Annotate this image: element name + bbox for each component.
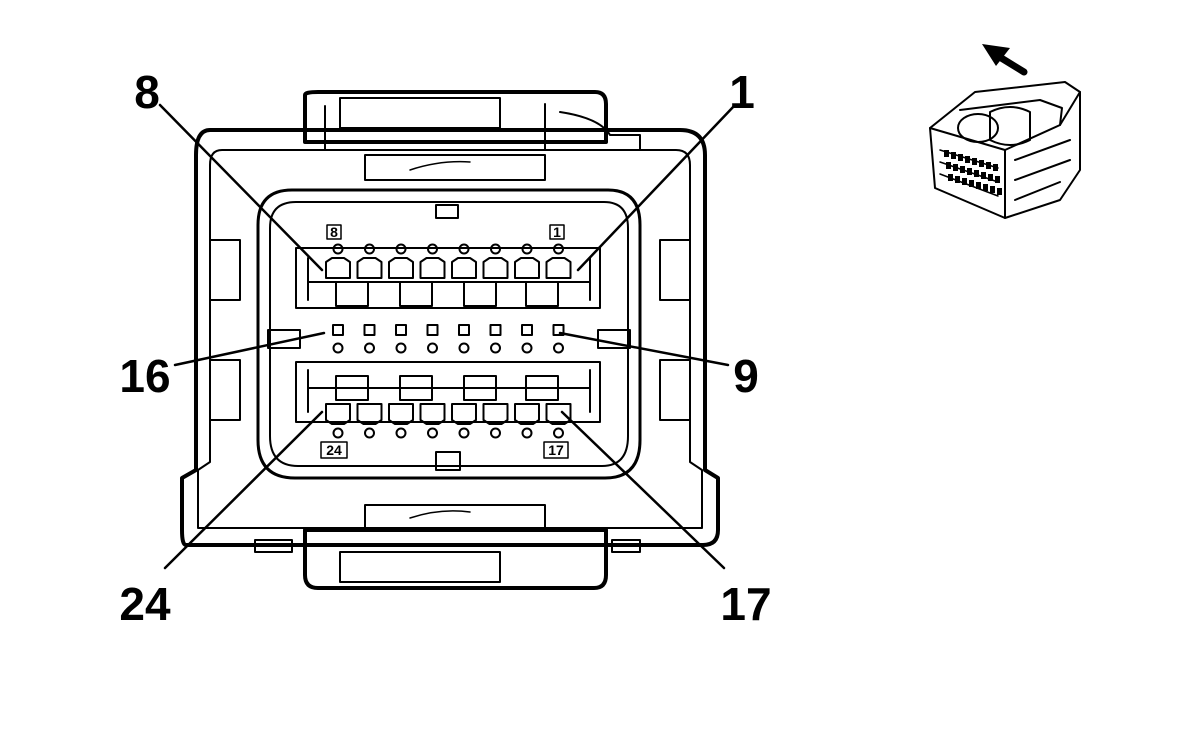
upper-pin-dot <box>458 243 470 255</box>
leader-lines <box>158 103 737 570</box>
arrow-icon <box>982 44 1028 76</box>
thumbnail-pin-grid <box>944 150 1002 195</box>
thumbnail-pin <box>969 180 974 187</box>
lower-pin-dot <box>332 427 344 439</box>
middle-square <box>489 324 502 336</box>
upper-pin-dot <box>553 243 564 255</box>
upper-pin-dot <box>395 243 407 255</box>
thumbnail-pin <box>967 168 972 175</box>
upper-pin-dot <box>332 243 344 255</box>
connector-thumbnail <box>929 81 1081 219</box>
lower-terminal <box>325 403 351 425</box>
lower-terminal <box>388 403 414 425</box>
middle-pin-dot <box>395 342 407 354</box>
face-tag-24: 24 <box>326 442 342 458</box>
thumbnail-pin <box>979 160 984 167</box>
callout-pin-17: 17 <box>720 578 771 630</box>
lower-window <box>335 375 369 401</box>
thumbnail-pin <box>965 156 970 163</box>
upper-terminal <box>482 257 509 279</box>
upper-pin-dot <box>427 243 438 255</box>
terminal-cavities <box>325 243 572 439</box>
lower-pin-dot <box>395 427 407 439</box>
upper-terminal <box>451 257 477 279</box>
face-tags: 8 1 24 17 <box>320 224 569 459</box>
thumbnail-pin <box>951 152 956 159</box>
lower-pin-dot <box>553 427 564 439</box>
middle-pin-dot <box>364 342 375 354</box>
thumbnail-pin <box>946 162 951 169</box>
thumbnail-pin <box>990 186 995 193</box>
face-tag-17: 17 <box>548 442 564 458</box>
lower-terminal <box>482 403 509 425</box>
callout-pin-1: 1 <box>729 66 755 118</box>
upper-terminal <box>356 257 383 279</box>
thumbnail-pin <box>995 176 1000 183</box>
face-tag-8: 8 <box>330 224 338 240</box>
middle-pin-dot <box>553 342 564 354</box>
middle-square <box>332 324 344 336</box>
middle-pin-dot <box>427 342 438 354</box>
lower-terminal <box>451 403 477 425</box>
thumbnail-pin <box>981 172 986 179</box>
thumbnail-pin <box>983 184 988 191</box>
lower-terminal <box>419 403 446 425</box>
thumbnail-pin <box>993 164 998 171</box>
thumbnail-pin <box>997 188 1002 195</box>
upper-terminal <box>514 257 540 279</box>
thumbnail-pin <box>960 166 965 173</box>
upper-terminal <box>419 257 446 279</box>
callout-pin-16: 16 <box>119 350 170 402</box>
lower-pin-dot <box>364 427 375 439</box>
thumbnail-pin <box>972 158 977 165</box>
thumbnail-pin <box>953 164 958 171</box>
upper-terminal <box>388 257 414 279</box>
lower-terminal <box>356 403 383 425</box>
lower-pin-dot <box>521 427 533 439</box>
middle-square <box>395 324 407 336</box>
lower-terminal <box>545 403 572 425</box>
upper-window <box>463 281 497 307</box>
lower-window <box>463 375 497 401</box>
thumbnail-pin <box>948 174 953 181</box>
middle-pin-dot <box>332 342 344 354</box>
lower-pin-dot <box>427 427 438 439</box>
middle-square <box>521 324 533 336</box>
middle-square <box>426 324 439 336</box>
thumbnail-pin <box>962 178 967 185</box>
upper-window <box>525 281 559 307</box>
upper-pin-dot <box>364 243 375 255</box>
pin-callouts: 8 1 16 9 24 17 <box>119 66 771 630</box>
thumbnail-pin <box>988 174 993 181</box>
middle-square <box>458 324 470 336</box>
thumbnail-pin <box>986 162 991 169</box>
callout-pin-8: 8 <box>134 66 160 118</box>
thumbnail-pin <box>944 150 949 157</box>
lower-terminal <box>514 403 540 425</box>
lower-window <box>399 375 433 401</box>
thumbnail-pin <box>958 154 963 161</box>
upper-terminal <box>545 257 572 279</box>
callout-pin-9: 9 <box>733 350 759 402</box>
middle-square <box>552 324 565 336</box>
lower-pin-dot <box>490 427 501 439</box>
upper-pin-dot <box>521 243 533 255</box>
middle-square <box>363 324 376 336</box>
upper-terminal <box>325 257 351 279</box>
middle-pin-dot <box>521 342 533 354</box>
face-tag-1: 1 <box>553 224 561 240</box>
thumbnail-pin <box>955 176 960 183</box>
callout-pin-24: 24 <box>119 578 171 630</box>
thumbnail-pin <box>976 182 981 189</box>
thumbnail-pin <box>974 170 979 177</box>
connector-body <box>180 90 720 590</box>
upper-window <box>335 281 369 307</box>
lower-window <box>525 375 559 401</box>
upper-pin-dot <box>490 243 501 255</box>
middle-pin-dot <box>490 342 501 354</box>
middle-pin-dot <box>458 342 470 354</box>
lower-pin-dot <box>458 427 470 439</box>
upper-window <box>399 281 433 307</box>
